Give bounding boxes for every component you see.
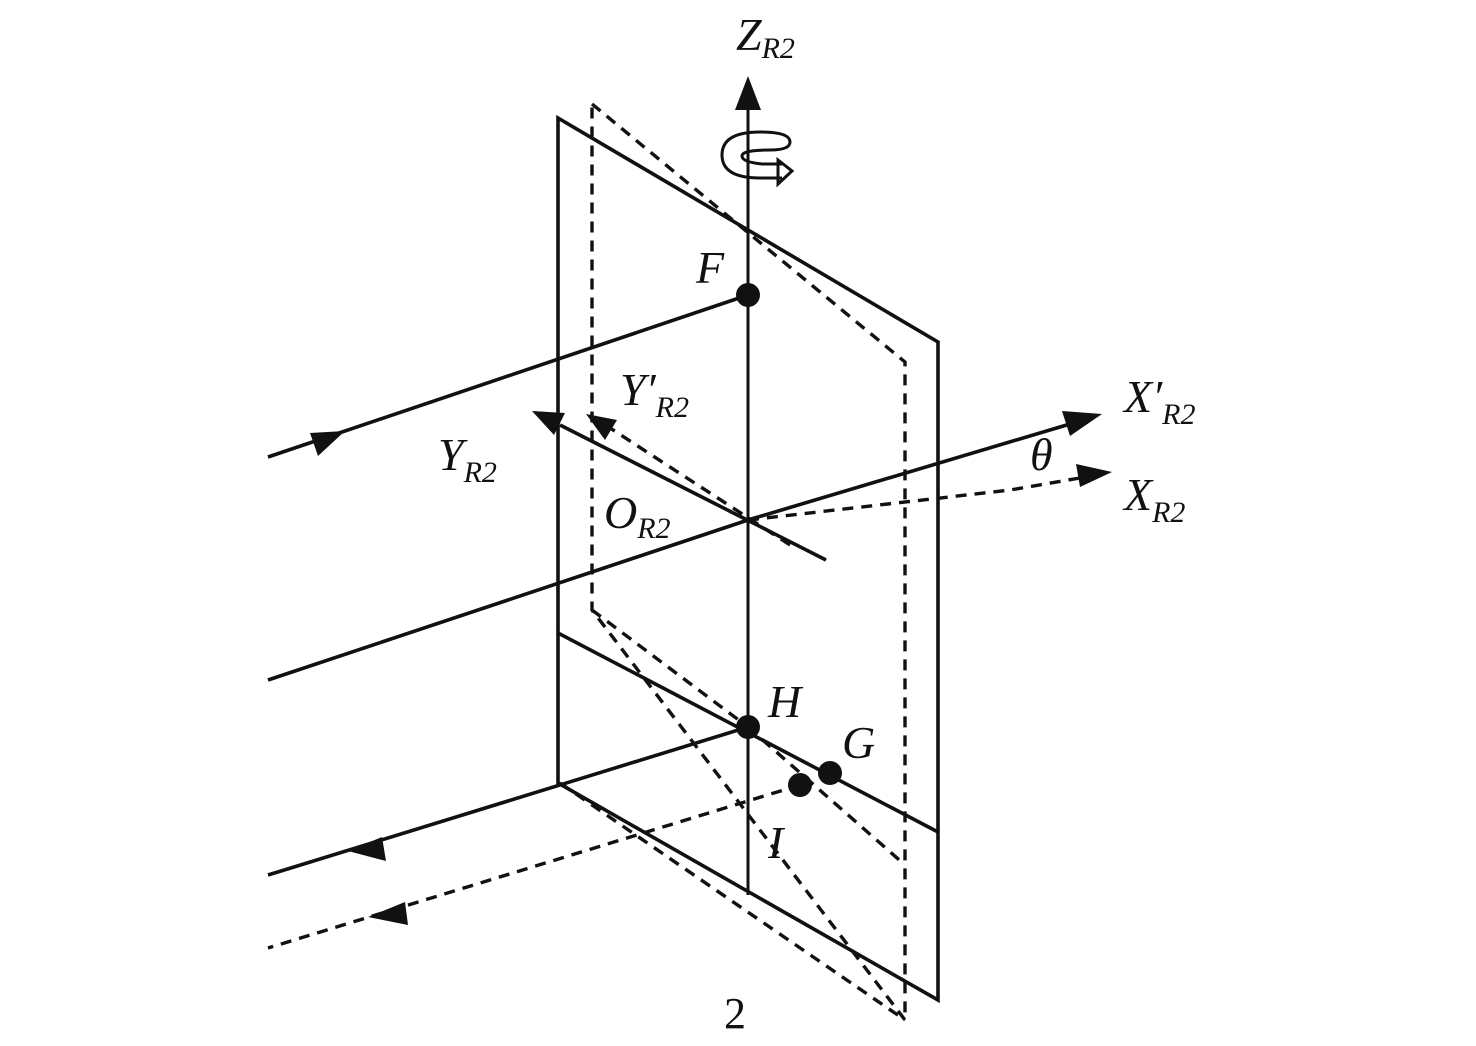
point-g-label: G: [842, 717, 875, 768]
theta-label: θ: [1030, 429, 1053, 480]
z-axis: [735, 76, 761, 895]
point-h-marker: [736, 715, 760, 739]
rotation-arrow-icon: [720, 130, 795, 188]
lower-reflection-paths: [267, 608, 907, 1022]
y-axis-label: YR2: [438, 429, 497, 489]
point-f-label: F: [695, 242, 725, 293]
origin-label: OR2: [604, 487, 671, 545]
figure-number: 2: [724, 989, 746, 1038]
x-prime-axis-label: X′R2: [1122, 371, 1196, 431]
point-f-marker: [736, 283, 760, 307]
point-h-label: H: [767, 676, 804, 727]
y-axis: [532, 411, 827, 562]
y-prime-axis-dashed: [586, 414, 791, 547]
incoming-ray-upper: [267, 293, 749, 459]
point-i-marker: [788, 773, 812, 797]
y-prime-axis-label: Y′R2: [620, 364, 689, 424]
z-axis-label: ZR2: [736, 9, 795, 65]
point-i-label: I: [767, 817, 786, 868]
x-axis-dashed: [747, 464, 1112, 522]
incoming-ray-center: [267, 518, 749, 682]
x-axis-label: XR2: [1122, 469, 1185, 529]
x-prime-axis: [747, 411, 1102, 522]
point-g-marker: [818, 761, 842, 785]
